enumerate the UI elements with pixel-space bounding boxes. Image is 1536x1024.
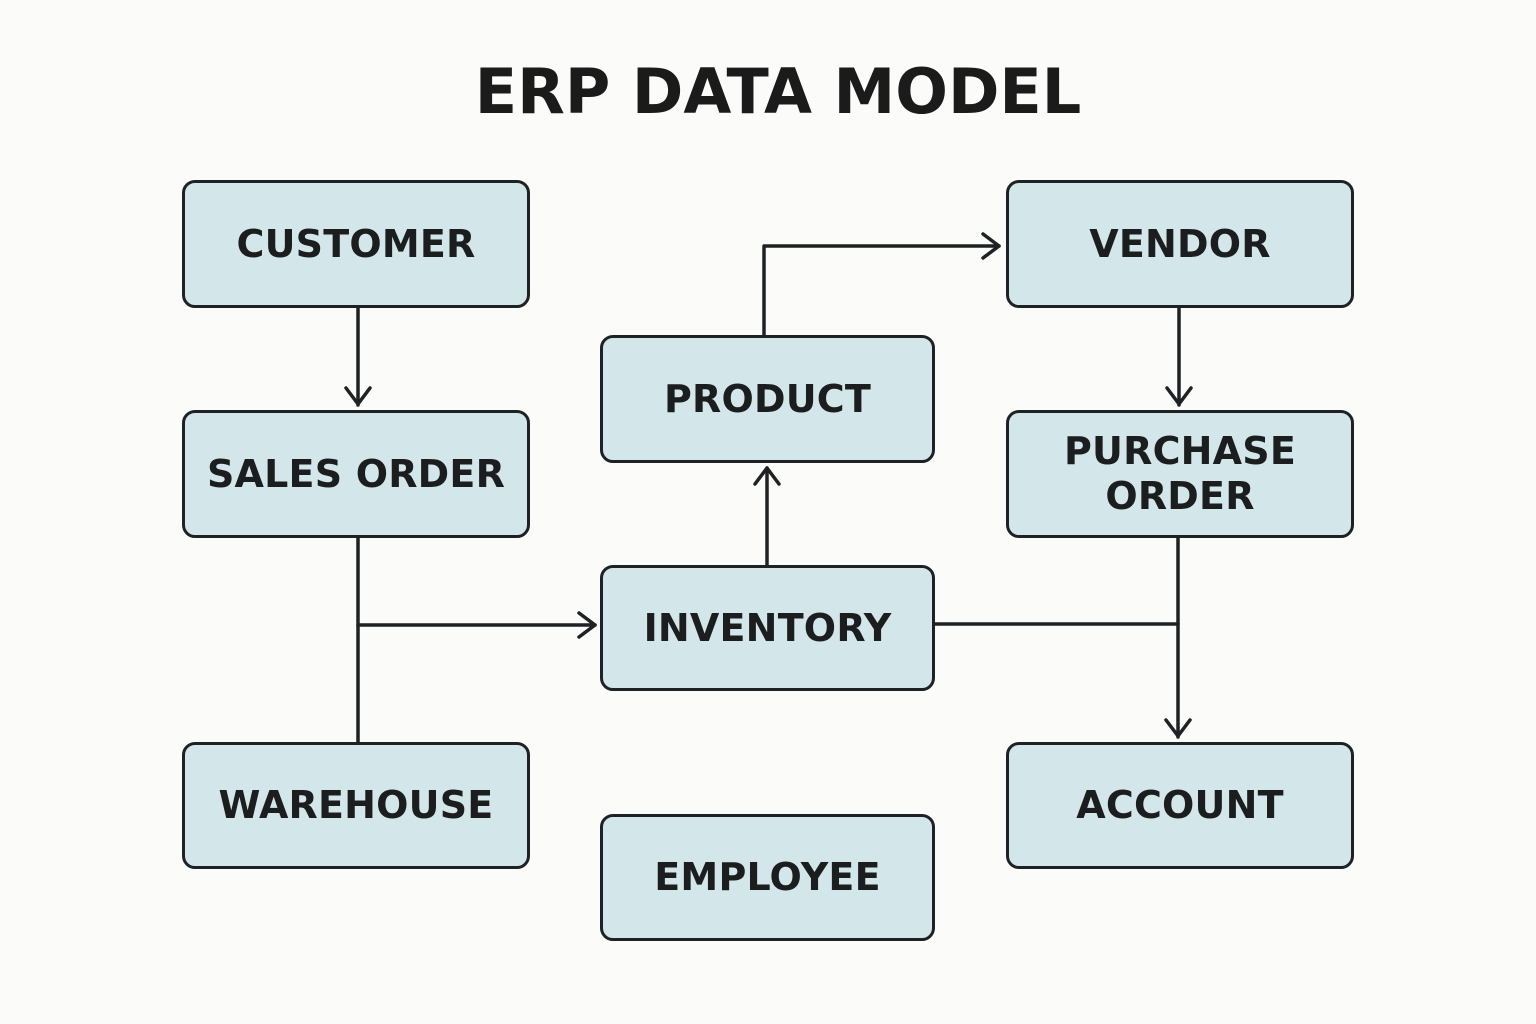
entity-label: EMPLOYEE — [654, 855, 881, 899]
entity-label: PRODUCT — [663, 376, 872, 421]
entity-label: CUSTOMER — [236, 221, 476, 266]
entity-label: INVENTORY — [643, 605, 892, 650]
entity-label: ACCOUNT — [1076, 783, 1284, 827]
connector-customer-to-sales-order — [344, 305, 372, 407]
entity-label: WAREHOUSE — [218, 783, 494, 827]
entity-vendor[interactable]: VENDOR — [1006, 180, 1354, 308]
connector-purchase-order-inventory-to-account — [932, 535, 1192, 739]
entity-customer[interactable]: CUSTOMER — [182, 180, 530, 308]
entity-employee[interactable]: EMPLOYEE — [600, 814, 935, 941]
connector-inventory-to-product — [753, 466, 781, 567]
entity-purchase-order[interactable]: PURCHASE ORDER — [1006, 410, 1354, 538]
entity-label: SALES ORDER — [206, 451, 506, 496]
connector-vendor-to-purchase-order — [1165, 305, 1193, 407]
entity-sales-order[interactable]: SALES ORDER — [182, 410, 530, 538]
entity-warehouse[interactable]: WAREHOUSE — [182, 742, 530, 869]
entity-inventory[interactable]: INVENTORY — [600, 565, 935, 691]
entity-label: PURCHASE ORDER — [1064, 429, 1296, 518]
connector-sales-order-warehouse-to-inventory — [356, 535, 597, 744]
entity-product[interactable]: PRODUCT — [600, 335, 935, 463]
diagram-title: ERP DATA MODEL — [474, 55, 1082, 128]
connector-product-to-vendor — [762, 232, 1001, 337]
entity-label: VENDOR — [1089, 221, 1271, 266]
entity-account[interactable]: ACCOUNT — [1006, 742, 1354, 869]
